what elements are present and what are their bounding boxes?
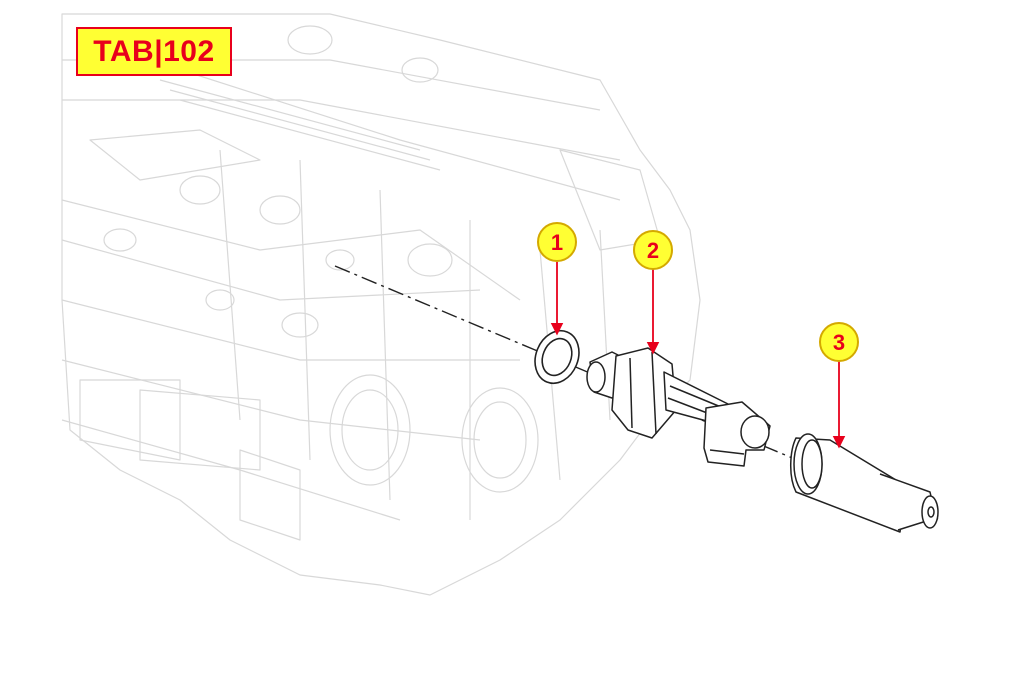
callout-2-bubble: 2 [633,230,673,270]
sealing-washer-part [534,329,580,385]
callout-3-label: 3 [833,330,845,355]
callout-1-bubble: 1 [537,222,577,262]
protective-cap-part [790,433,939,533]
engine-block-ghost [61,13,701,596]
callout-2-label: 2 [647,238,659,263]
pressure-sensor-part [586,347,771,467]
callout-3-bubble: 3 [819,322,859,362]
tab-label: TAB|102 [76,27,232,76]
callout-1-label: 1 [551,230,563,255]
